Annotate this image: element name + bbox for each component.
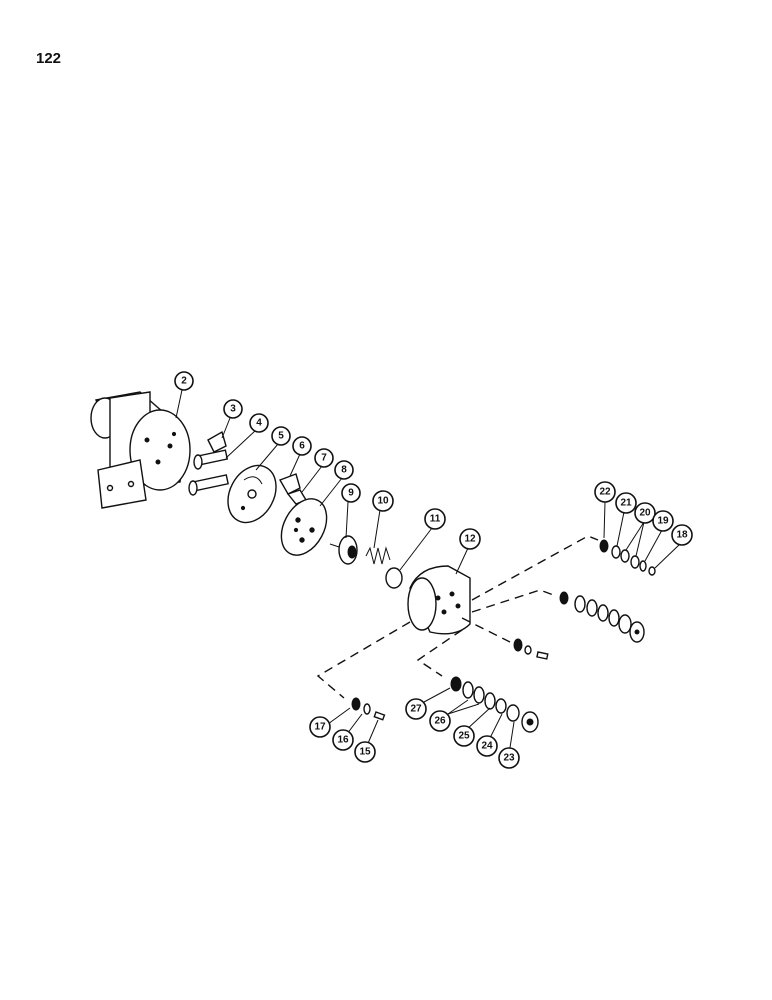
- callout-20: 20: [634, 502, 656, 524]
- svg-text:19: 19: [657, 516, 669, 527]
- callout-27: 27: [405, 698, 427, 720]
- svg-text:12: 12: [464, 534, 476, 545]
- bracket-part-3: [207, 417, 231, 453]
- callout-2: 2: [174, 371, 194, 391]
- hardware-stack-small: [513, 638, 549, 660]
- callout-15: 15: [354, 741, 376, 763]
- callout-23: 23: [498, 747, 520, 769]
- svg-text:5: 5: [278, 431, 284, 442]
- callout-4: 4: [249, 413, 269, 433]
- svg-text:9: 9: [348, 488, 354, 499]
- motor-housing: [90, 389, 191, 509]
- callout-9: 9: [341, 483, 361, 503]
- callout-21: 21: [615, 492, 637, 514]
- svg-text:23: 23: [503, 753, 515, 764]
- callout-10: 10: [372, 490, 394, 512]
- svg-text:17: 17: [314, 722, 326, 733]
- callout-12: 12: [459, 528, 481, 550]
- hardware-stack-lower: [423, 676, 539, 755]
- callout-25: 25: [453, 725, 475, 747]
- callout-5: 5: [271, 426, 291, 446]
- hardware-stack-middle: [559, 591, 645, 643]
- svg-text:20: 20: [639, 508, 651, 519]
- contact-part-6: [278, 453, 301, 495]
- assembly-path-lines: [316, 535, 599, 699]
- svg-text:15: 15: [359, 747, 371, 758]
- callout-18: 18: [671, 524, 693, 546]
- ring-part-11: [385, 527, 433, 589]
- svg-text:3: 3: [230, 404, 236, 415]
- callout-6: 6: [292, 436, 312, 456]
- svg-text:27: 27: [410, 704, 422, 715]
- hardware-stack-upper: [599, 501, 681, 576]
- spring-part-10: [365, 509, 391, 565]
- plate-part-5: [227, 443, 279, 524]
- svg-text:8: 8: [341, 465, 347, 476]
- callout-22: 22: [594, 481, 616, 503]
- callout-7: 7: [314, 448, 334, 468]
- svg-text:16: 16: [337, 735, 349, 746]
- cap-housing-part-12: [407, 547, 471, 635]
- svg-text:21: 21: [620, 498, 632, 509]
- svg-text:4: 4: [256, 418, 262, 429]
- callout-11: 11: [424, 508, 446, 530]
- bolts-part-4: [188, 429, 257, 496]
- plate-part-8: [280, 477, 343, 556]
- svg-text:11: 11: [430, 514, 441, 525]
- callout-24: 24: [476, 735, 498, 757]
- svg-text:2: 2: [181, 376, 187, 387]
- svg-text:18: 18: [676, 530, 688, 541]
- svg-text:10: 10: [377, 496, 389, 507]
- page-number: 122: [36, 50, 62, 67]
- callout-17: 17: [309, 716, 331, 738]
- callout-8: 8: [334, 460, 354, 480]
- svg-text:24: 24: [481, 741, 493, 752]
- callout-16: 16: [332, 729, 354, 751]
- svg-text:26: 26: [434, 716, 446, 727]
- svg-text:22: 22: [599, 487, 611, 498]
- svg-text:25: 25: [458, 731, 470, 742]
- svg-text:6: 6: [299, 441, 305, 452]
- callout-26: 26: [429, 710, 451, 732]
- callout-3: 3: [223, 399, 243, 419]
- svg-text:7: 7: [321, 453, 327, 464]
- callout-19: 19: [652, 510, 674, 532]
- rotor-part-9: [329, 501, 358, 565]
